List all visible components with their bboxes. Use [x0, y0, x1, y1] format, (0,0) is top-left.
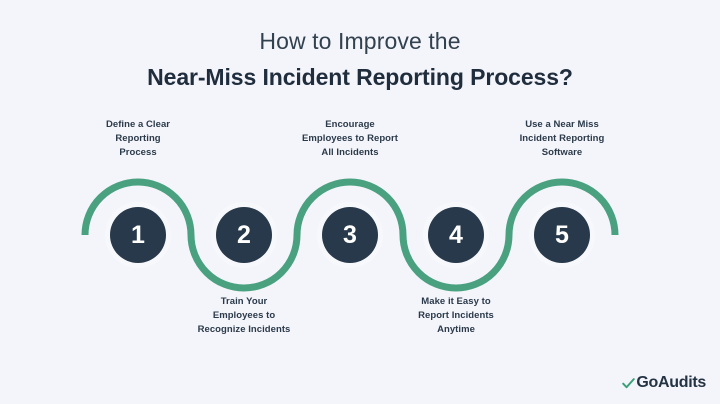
page-title: How to Improve the Near-Miss Incident Re… — [0, 26, 720, 92]
caption-line: Anytime — [437, 324, 475, 335]
caption-line: Employees to Report — [302, 133, 398, 144]
caption-line: Reporting — [115, 133, 161, 144]
step-circle-3: 3 — [322, 207, 378, 263]
caption-line: Encourage — [325, 119, 375, 130]
brand-name: GoAudits — [636, 374, 706, 391]
caption-line: Define a Clear — [105, 119, 171, 130]
caption-line: Incident Reporting — [519, 133, 605, 144]
step-circle-5: 5 — [534, 207, 590, 263]
step-arc-4 — [399, 234, 513, 292]
step-circle-1: 1 — [110, 207, 166, 263]
title-line-1: How to Improve the — [259, 28, 461, 54]
step-circle-4: 4 — [428, 207, 484, 263]
caption-line: Employees to — [212, 310, 276, 321]
step-arc-1 — [81, 178, 195, 236]
caption-line: Software — [541, 147, 583, 158]
title-line-2: Near-Miss Incident Reporting Process? — [147, 64, 573, 90]
caption-line: Use a Near Miss — [525, 119, 599, 130]
caption-line: Process — [119, 147, 157, 158]
caption-line: Train Your — [220, 296, 268, 307]
caption-line: Make it Easy to — [421, 296, 491, 307]
caption-line: All Incidents — [321, 147, 379, 158]
step-arc-3 — [293, 178, 407, 236]
step-arc-2 — [187, 234, 301, 292]
step-circle-2: 2 — [216, 207, 272, 263]
check-icon — [622, 377, 636, 388]
brand-logo: GoAudits — [622, 374, 706, 392]
caption-line: Report Incidents — [418, 310, 494, 321]
step-arc-5 — [505, 178, 619, 236]
caption-line: Recognize Incidents — [197, 324, 291, 335]
